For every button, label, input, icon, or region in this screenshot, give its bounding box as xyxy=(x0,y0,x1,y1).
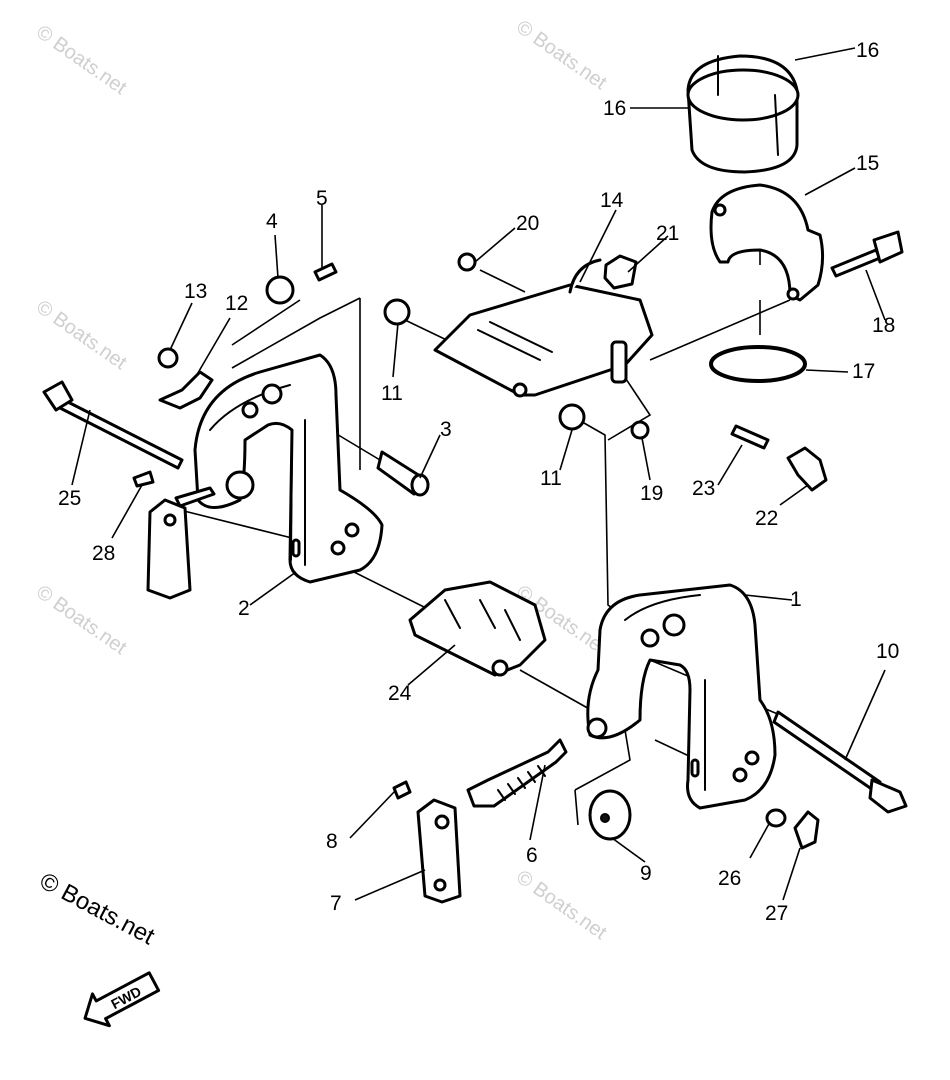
copyright-credit: © Boats.net xyxy=(35,867,159,950)
clamp-handle-28 xyxy=(146,486,216,600)
watermark: © Boats.net xyxy=(32,21,131,99)
callout-labels: 1 2 3 4 5 6 7 8 9 10 11 11 12 13 14 15 1… xyxy=(58,39,899,925)
callout-14: 14 xyxy=(600,189,624,212)
nut-13 xyxy=(157,347,179,369)
tilt-plate xyxy=(433,258,654,398)
pin-3 xyxy=(376,450,430,497)
callout-20: 20 xyxy=(516,212,539,235)
long-bolt-10 xyxy=(772,710,908,814)
callout-28: 28 xyxy=(92,542,115,565)
callout-4: 4 xyxy=(266,210,278,233)
long-bolt-25 xyxy=(42,380,184,470)
callout-6: 6 xyxy=(526,844,538,867)
callout-12: 12 xyxy=(225,292,248,315)
washer-11-top xyxy=(383,298,411,326)
watermark: © Boats.net xyxy=(32,296,131,374)
nut-4 xyxy=(265,275,295,305)
callout-26: 26 xyxy=(718,867,741,890)
callout-27: 27 xyxy=(765,902,788,925)
callout-2: 2 xyxy=(238,597,250,620)
callout-23: 23 xyxy=(692,477,715,500)
washer-26 xyxy=(765,808,787,828)
callout-13: 13 xyxy=(184,280,207,303)
callout-22: 22 xyxy=(755,507,778,530)
callout-10: 10 xyxy=(876,640,899,663)
spring-23 xyxy=(730,424,770,450)
bracket-12 xyxy=(158,370,214,410)
clamp-bracket-left xyxy=(193,353,384,584)
callout-15: 15 xyxy=(856,152,879,175)
fwd-arrow-icon: FWD xyxy=(83,971,161,1028)
callout-19: 19 xyxy=(640,482,663,505)
nut-19 xyxy=(630,420,650,440)
callout-11a: 11 xyxy=(381,382,403,405)
washer-11-mid xyxy=(558,403,586,431)
bushing-pair xyxy=(686,54,800,174)
clamp-handle-7 xyxy=(416,798,462,904)
callout-25: 25 xyxy=(58,487,81,510)
callout-1: 1 xyxy=(790,588,802,611)
watermark: © Boats.net xyxy=(512,16,611,94)
leader-lines xyxy=(71,47,886,901)
small-parts xyxy=(132,252,828,850)
callout-3: 3 xyxy=(440,418,452,441)
clamp-screw-6 xyxy=(466,738,568,808)
callout-7: 7 xyxy=(330,892,342,915)
nut-20 xyxy=(457,252,477,272)
callout-24: 24 xyxy=(388,682,412,705)
watermark: © Boats.net xyxy=(512,866,611,944)
callout-8: 8 xyxy=(326,830,338,853)
o-ring xyxy=(709,345,807,383)
callout-9: 9 xyxy=(640,862,652,885)
pin-28 xyxy=(132,470,155,488)
wing-nut-27 xyxy=(793,810,820,850)
callout-11b: 11 xyxy=(540,467,562,490)
swivel-block xyxy=(408,580,547,677)
swivel-pad-9 xyxy=(588,789,632,841)
callout-5: 5 xyxy=(316,187,328,210)
clamp-bracket-right xyxy=(586,583,777,810)
watermark: © Boats.net xyxy=(32,581,131,659)
pin-8 xyxy=(392,780,412,800)
clamp-ring xyxy=(709,183,825,302)
bolt-18 xyxy=(830,230,904,278)
pin-5 xyxy=(313,262,338,282)
callout-18: 18 xyxy=(872,314,895,337)
wing-bolt-22 xyxy=(786,446,828,492)
callout-17: 17 xyxy=(852,360,875,383)
callout-16b: 16 xyxy=(603,97,626,120)
callout-21: 21 xyxy=(656,222,679,245)
cap-21 xyxy=(603,254,638,290)
callout-16a: 16 xyxy=(856,39,879,62)
